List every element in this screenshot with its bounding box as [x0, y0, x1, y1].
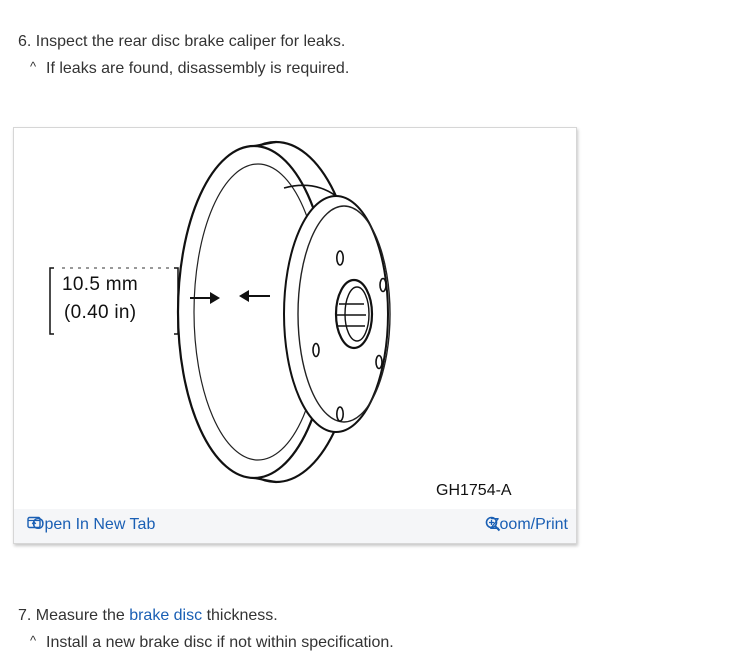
step-number: 7.	[18, 607, 32, 624]
brake-disc-illustration	[49, 140, 391, 484]
figure-footer: Open In New Tab Zoom/Print	[14, 509, 576, 543]
rotor-edge-bottom	[253, 477, 277, 483]
caret-icon: ^	[30, 59, 37, 74]
caret-icon: ^	[30, 633, 37, 648]
figure-panel: 10.5 mm (0.40 in) GH1754-A Open In New T…	[13, 127, 577, 544]
step-note-text: Install a new brake disc if not within s…	[46, 634, 394, 651]
open-in-new-tab-label: Open In New Tab	[32, 516, 156, 533]
figure-code: GH1754-A	[436, 482, 512, 499]
zoom-print-link[interactable]: Zoom/Print	[485, 516, 568, 534]
step-6-note: ^ If leaks are found, disassembly is requ…	[30, 56, 349, 80]
step-instruction-start: Measure the	[35, 607, 125, 624]
step-note-text: If leaks are found, disassembly is requi…	[46, 60, 350, 77]
brake-disc-link[interactable]: brake disc	[129, 607, 203, 624]
center-bore	[334, 278, 374, 350]
hub-face	[297, 205, 391, 423]
lug-hole-1	[335, 250, 344, 266]
rotor-edge-top	[253, 141, 277, 147]
open-in-new-tab-link[interactable]: Open In New Tab	[27, 516, 155, 534]
center-bore-inner	[344, 286, 370, 342]
zoom-print-label: Zoom/Print	[489, 516, 568, 533]
measurement-mm: 10.5 mm	[62, 274, 139, 295]
step-7-note: ^ Install a new brake disc if not within …	[30, 630, 394, 654]
hub-shoulder	[283, 184, 337, 197]
step-instruction: Inspect the rear disc brake caliper for …	[35, 33, 346, 50]
lug-hole-4	[335, 406, 344, 422]
step-6-text: 6. Inspect the rear disc brake caliper f…	[18, 31, 345, 53]
step-number: 6.	[18, 33, 32, 50]
lug-hole-2	[379, 277, 387, 293]
bracket-right	[174, 267, 179, 335]
step-instruction-end: thickness.	[206, 607, 278, 624]
step-7-text: 7. Measure the brake disc thickness.	[18, 605, 278, 627]
lug-hole-3	[375, 354, 383, 370]
measurement-in: (0.40 in)	[64, 302, 137, 323]
lug-hole-5	[312, 342, 320, 358]
arrow-left-head	[210, 292, 220, 304]
bracket-left	[49, 267, 54, 335]
arrow-right-head	[239, 290, 249, 302]
